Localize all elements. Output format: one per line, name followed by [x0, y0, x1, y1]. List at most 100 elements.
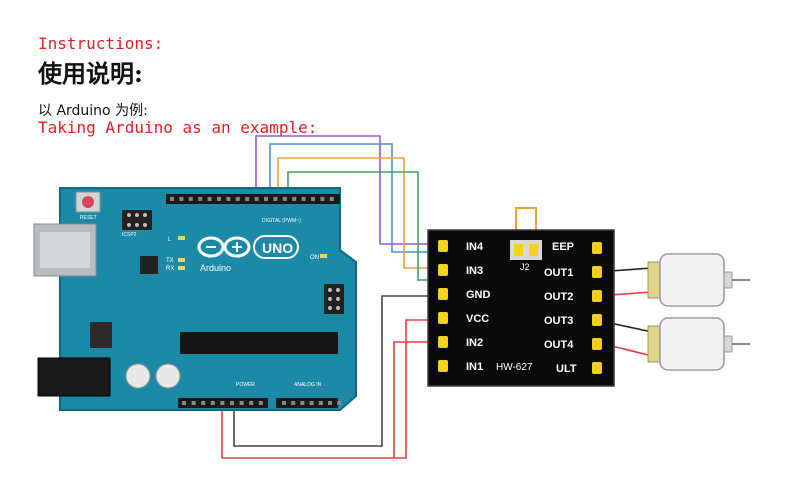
voltage-regulator: [90, 322, 112, 348]
header-pin: [188, 197, 193, 201]
module-model: HW-627: [496, 362, 533, 373]
wire-vcc-red: [221, 319, 440, 459]
pin-label-gnd: GND: [466, 289, 491, 301]
header-pin: [220, 401, 225, 405]
example-zh: 以 Arduino 为例:: [38, 103, 148, 119]
uno-text: UNO: [262, 240, 293, 256]
pin-label-vcc: VCC: [466, 313, 489, 325]
header-pin: [210, 401, 215, 405]
module-pad-right: [592, 242, 602, 254]
header-pin: [254, 197, 259, 201]
dc-power-jack: [37, 357, 111, 397]
dc-motor-icon: [647, 253, 750, 307]
led-on: [320, 254, 327, 258]
pin-label-in4: IN4: [466, 241, 484, 253]
header-pin: [235, 197, 240, 201]
pin-label-out1: OUT1: [544, 267, 573, 279]
module-pad-left: [438, 264, 448, 276]
analog-header: [276, 398, 338, 408]
header-pin: [301, 197, 306, 201]
header-pin: [198, 197, 203, 201]
module-pad-right: [592, 266, 602, 278]
pin-label-out2: OUT2: [544, 291, 573, 303]
led-tx: [178, 258, 185, 262]
jumper-label: J2: [520, 262, 530, 272]
header-pin: [201, 401, 206, 405]
capacitor-1: [125, 363, 151, 389]
reset-label: RESET: [80, 215, 97, 221]
header-pin: [191, 401, 196, 405]
header-pin: [320, 197, 325, 201]
header-pin: [249, 401, 254, 405]
instructions-title-zh: 使用说明:: [38, 59, 143, 88]
header-pin: [292, 197, 297, 201]
pin-label-in2: IN2: [466, 337, 483, 349]
wire-in2-orange: [277, 157, 440, 269]
atmega-chip: [180, 332, 338, 354]
header-pin: [300, 401, 305, 405]
analog-label: ANALOG IN: [294, 382, 322, 388]
header-pin: [273, 197, 278, 201]
header-pin: [329, 197, 334, 201]
pin-label-out4: OUT4: [544, 339, 574, 351]
led-label-tx: TX: [166, 258, 174, 264]
led-label-on: ON: [310, 255, 319, 261]
module-pad-left: [438, 288, 448, 300]
header-pin: [264, 197, 268, 201]
header-pin: [337, 401, 342, 405]
module-pad-left: [438, 360, 448, 372]
header-pin: [182, 401, 186, 405]
header-pin: [311, 197, 315, 201]
header-pin: [239, 401, 244, 405]
wire-gnd-gray: [233, 295, 440, 447]
led-rx: [178, 266, 185, 270]
header-pin: [226, 197, 231, 201]
header-pin: [258, 401, 263, 405]
capacitor-2: [155, 363, 181, 389]
header-pin: [217, 197, 221, 201]
header-pin: [318, 401, 323, 405]
header-pin: [291, 401, 296, 405]
header-pin: [230, 401, 234, 405]
header-pin: [170, 197, 174, 201]
wire-in1-green: [287, 171, 440, 281]
arduino-brand: Arduino: [200, 263, 231, 273]
led-l: [178, 236, 185, 240]
module-pad-right: [592, 338, 602, 350]
module-pad-right: [592, 362, 602, 374]
header-pin: [328, 401, 332, 405]
header-pin: [207, 197, 212, 201]
module-pad-left: [438, 240, 448, 252]
wire-in4-purple: [255, 135, 440, 245]
module-pad-left: [438, 336, 448, 348]
module-pad-right: [592, 314, 602, 326]
digital-label: DIGITAL (PWM~): [262, 218, 301, 224]
example-en: Taking Arduino as an example:: [38, 118, 318, 137]
icsp-label: ICSP2: [122, 232, 137, 238]
wire-in2-red: [393, 341, 440, 458]
wire-in3-blue: [269, 143, 440, 253]
header-pin: [309, 401, 314, 405]
power-label: POWER: [236, 382, 255, 388]
icsp-header: [324, 284, 344, 314]
pin-label-ult: ULT: [556, 363, 577, 375]
arduino-uno-board: RESET ICSP2 DIGITAL (PWM~) UNO Arduino: [33, 187, 357, 411]
pin-label-out3: OUT3: [544, 315, 573, 327]
header-pin: [245, 197, 250, 201]
wires: [221, 135, 653, 459]
module-pad-left: [438, 312, 448, 324]
pin-label-in1: IN1: [466, 361, 483, 373]
pin-label-eep: EEP: [552, 241, 574, 253]
header-pin: [179, 197, 184, 201]
usb-chip: [140, 256, 158, 274]
dc-motor-icon: [647, 317, 750, 371]
icsp2-header: [122, 210, 152, 230]
motor-driver-module: J2 HW-627 IN4 IN3 GND VCC IN2 IN1 EEP OU…: [427, 229, 615, 387]
reset-button-cap: [82, 196, 94, 208]
arduino-logo: [197, 235, 299, 259]
led-label-rx: RX: [166, 266, 174, 272]
pin-label-in3: IN3: [466, 265, 483, 277]
header-pin: [282, 197, 287, 201]
led-label-l: L: [168, 237, 172, 243]
